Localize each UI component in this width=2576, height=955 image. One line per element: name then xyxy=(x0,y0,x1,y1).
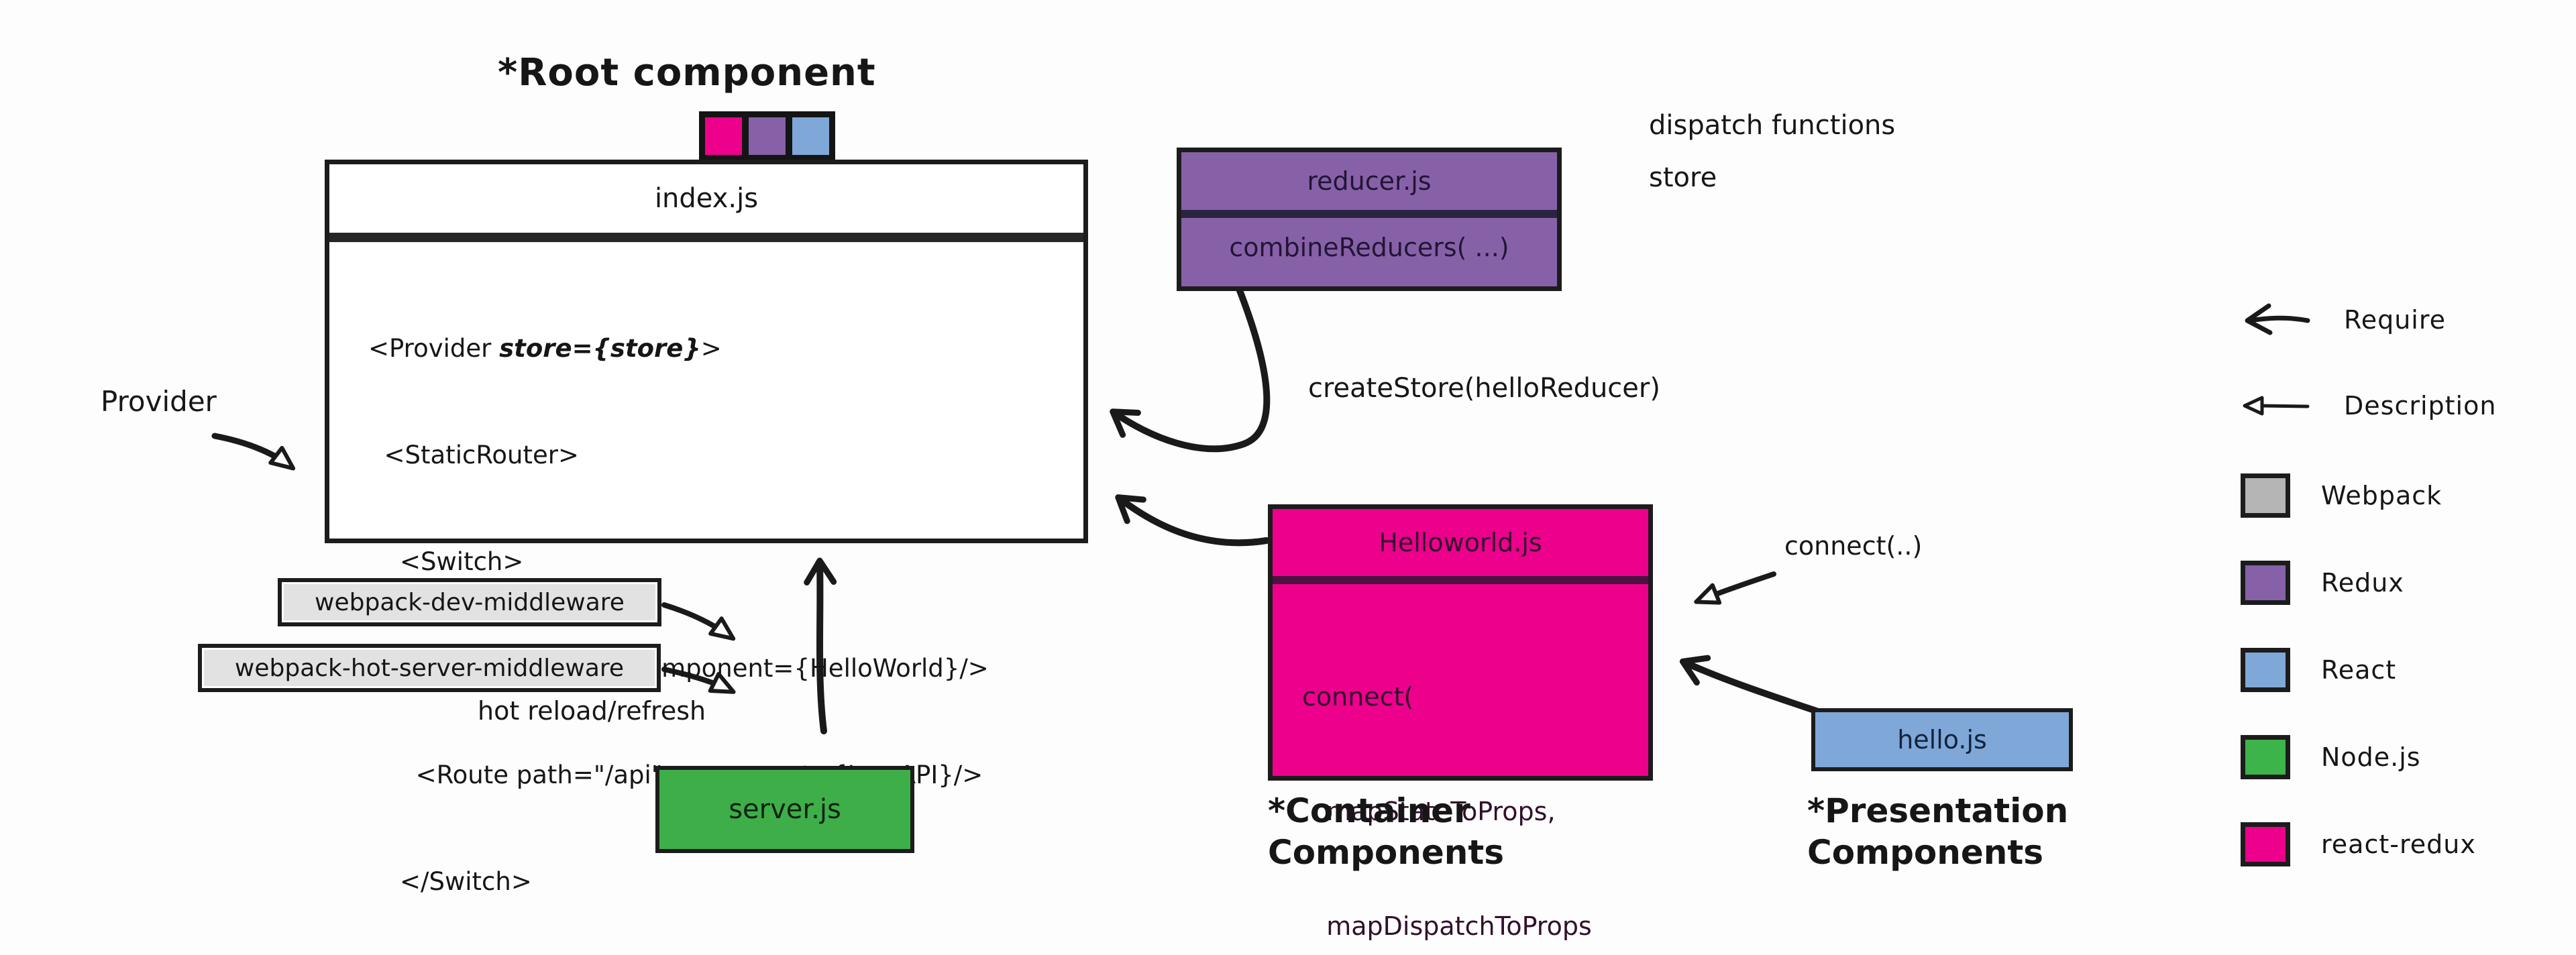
create-store-note: createStore(helloReducer) xyxy=(1308,373,1660,404)
module-color-chips xyxy=(699,111,835,161)
connect-description-arrow xyxy=(1694,571,1776,605)
code-line: <StaticRouter> xyxy=(368,441,579,469)
reducer-js-body: combineReducers( ...) xyxy=(1229,233,1509,262)
index-js-title: index.js xyxy=(329,164,1083,242)
legend-item-react-redux: react-redux xyxy=(2241,822,2476,866)
legend-item-description: Description xyxy=(2238,385,2496,427)
legend-label: Node.js xyxy=(2321,742,2421,772)
legend-item-webpack: Webpack xyxy=(2241,473,2442,518)
react-redux-chip xyxy=(705,117,742,155)
legend-label: Require xyxy=(2344,305,2447,335)
code-line: <Switch> xyxy=(368,547,524,576)
code-line: connect( xyxy=(1302,682,1414,712)
helloworld-js-code: connect( mapStateToProps, mapDispatchToP… xyxy=(1273,584,1648,955)
legend-item-redux: Redux xyxy=(2241,561,2404,605)
server-js-box: server.js xyxy=(655,766,914,853)
webpack-hot-server-middleware-box: webpack-hot-server-middleware xyxy=(198,644,661,692)
description-arrow-icon xyxy=(2243,396,2310,416)
nodejs-color-swatch xyxy=(2241,735,2290,779)
hello-js-box: hello.js xyxy=(1811,708,2073,771)
legend-label: react-redux xyxy=(2321,830,2476,859)
reducer-require-arrow xyxy=(1110,284,1271,453)
webpack-color-swatch xyxy=(2241,473,2290,518)
index-js-box: index.js <Provider store={store}> <Stati… xyxy=(325,160,1088,896)
reducer-js-title: reducer.js xyxy=(1181,152,1557,218)
connect-note: connect(..) xyxy=(1784,531,1923,561)
store-note: store xyxy=(1649,162,1717,193)
helloworld-js-box: Helloworld.js connect( mapStateToProps, … xyxy=(1268,504,1653,941)
legend-item-nodejs: Node.js xyxy=(2241,735,2421,779)
dispatch-functions-note: dispatch functions xyxy=(1649,110,1896,141)
reducer-js-box: reducer.js combineReducers( ...) xyxy=(1177,148,1562,291)
react-redux-color-swatch xyxy=(2241,822,2290,866)
legend-label: Webpack xyxy=(2321,481,2443,510)
presentation-components-label: *Presentation Components xyxy=(1807,791,2069,872)
root-component-title: *Root component xyxy=(498,51,876,95)
legend-label: React xyxy=(2321,655,2397,685)
code-line: </Switch> xyxy=(368,867,532,896)
react-chip xyxy=(792,117,829,155)
hot-reload-note: hot reload/refresh xyxy=(478,696,706,726)
redux-color-swatch xyxy=(2241,561,2290,605)
container-components-label: *Container Components xyxy=(1268,791,1505,872)
provider-description-arrow xyxy=(211,433,296,471)
require-arrow-icon xyxy=(2245,303,2310,335)
code-line: <Provider store={store}> xyxy=(368,334,722,363)
legend-label: Description xyxy=(2344,391,2497,420)
legend-item-require: Require xyxy=(2238,299,2446,341)
code-line: mapStateToProps, xyxy=(1302,797,1556,826)
provider-note: Provider xyxy=(101,385,217,418)
helloworld-require-arrow xyxy=(1115,494,1270,547)
redux-chip xyxy=(749,117,786,155)
webpack-dev-middleware-box: webpack-dev-middleware xyxy=(278,578,661,626)
helloworld-js-title: Helloworld.js xyxy=(1273,509,1648,584)
legend-label: Redux xyxy=(2321,568,2404,598)
legend-item-react: React xyxy=(2241,648,2396,692)
code-line: mapDispatchToProps xyxy=(1302,911,1592,941)
react-color-swatch xyxy=(2241,648,2290,692)
